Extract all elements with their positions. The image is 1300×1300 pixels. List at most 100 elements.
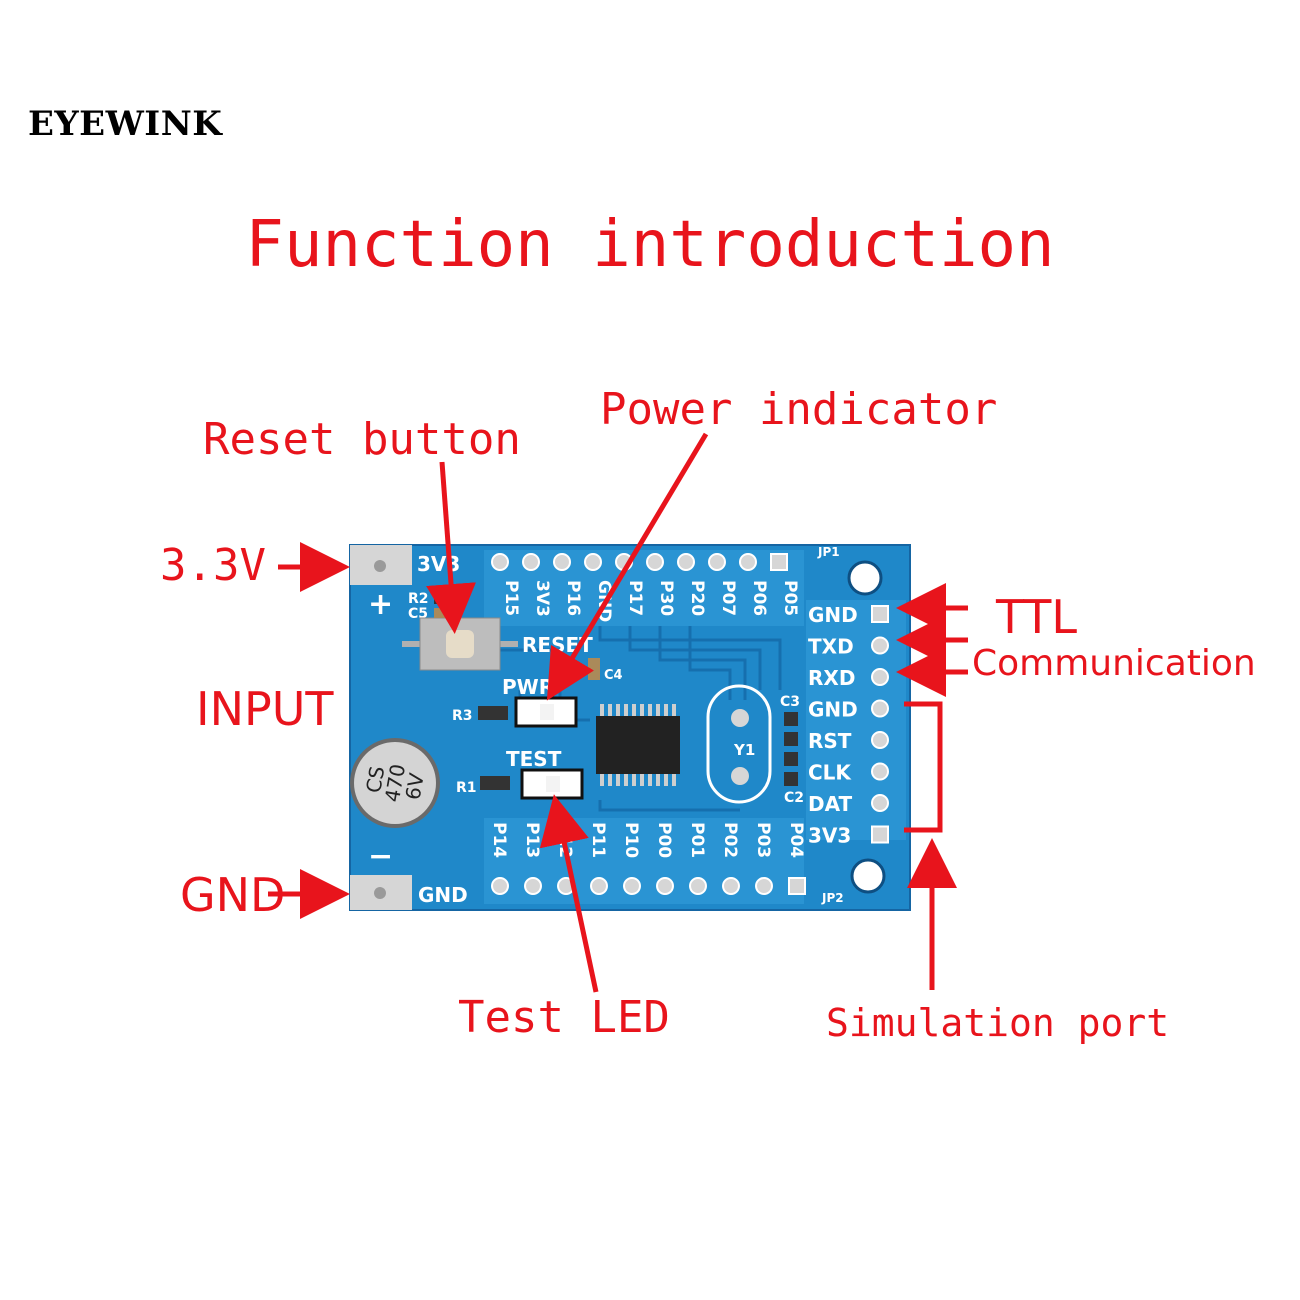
silk-3v3: 3V3	[417, 552, 460, 576]
top-pin-3v3: 3V3	[522, 553, 552, 617]
arrow-reset	[426, 461, 476, 634]
right-pin-label: DAT	[808, 792, 853, 816]
smd-c2b	[784, 772, 798, 786]
right-pin-gnd: GND	[808, 603, 889, 627]
bottom-pin-p01: P01	[687, 822, 707, 895]
right-pin-clk: CLK	[808, 761, 889, 785]
bottom-pin-label: P00	[654, 822, 674, 858]
silk-plus: +	[368, 587, 393, 622]
bottom-pin-p02: P02	[720, 822, 740, 895]
bottom-pin-label: P02	[720, 822, 740, 858]
bottom-pin-p13: P13	[522, 822, 542, 895]
silk-r2: R2	[408, 591, 429, 607]
right-pin-label: TXD	[808, 635, 854, 659]
silk-jp1: JP1	[817, 545, 840, 559]
right-pin-label: RST	[808, 729, 852, 753]
silk-gnd: GND	[418, 883, 468, 907]
mount-hole-top	[847, 560, 883, 596]
electrolytic-capacitor: CS 470 6V	[350, 738, 440, 828]
top-pin-p20: P20	[677, 553, 707, 616]
silk-minus: −	[368, 839, 393, 874]
bottom-pin-label: P01	[687, 822, 707, 858]
top-pin-p30: P30	[646, 553, 676, 616]
top-pin-p05: P05	[770, 553, 800, 616]
smd-c2a	[784, 752, 798, 766]
test-led	[520, 768, 584, 800]
smd-r1	[480, 776, 510, 790]
mount-hole-bottom	[850, 858, 886, 894]
crystal-y1	[706, 684, 772, 804]
bracket-simulation-port	[904, 701, 943, 833]
top-pin-label: P30	[656, 580, 676, 616]
mcu-chip	[596, 704, 680, 786]
page-title: Function introduction	[245, 208, 1055, 282]
bottom-pin-label: P03	[753, 822, 773, 858]
cap-label-6v: 6V	[401, 771, 429, 801]
pad-3v3-power	[350, 545, 412, 585]
right-pin-label: GND	[808, 698, 858, 722]
annotation-arrows	[268, 432, 968, 993]
top-pin-label: P07	[718, 580, 738, 616]
bottom-pin-label: P10	[621, 822, 641, 858]
label-input: INPUT	[196, 682, 334, 736]
label-reset-button: Reset button	[203, 414, 521, 465]
bottom-pin-label: P04	[786, 822, 806, 858]
top-pin-p06: P06	[739, 553, 769, 616]
silk-y1: Y1	[733, 741, 755, 759]
silk-c3: C3	[780, 694, 800, 710]
top-pin-label: P05	[780, 580, 800, 616]
silk-c4: C4	[604, 668, 623, 683]
label-3v3: 3.3V	[160, 540, 266, 591]
silk-r3: R3	[452, 708, 473, 724]
bottom-pin-p04: P04	[786, 822, 806, 895]
right-pin-header	[806, 600, 906, 840]
top-pin-p07: P07	[708, 553, 738, 616]
bottom-pin-p14: P14	[489, 822, 509, 895]
top-pin-label: P20	[687, 580, 707, 616]
bottom-pin-label: P13	[522, 822, 542, 858]
right-pin-label: 3V3	[808, 824, 851, 848]
pad-gnd-power	[350, 875, 412, 910]
power-led	[514, 696, 578, 728]
top-pin-p16: P16	[553, 553, 583, 616]
right-pin-txd: TXD	[808, 635, 889, 659]
smd-c3b	[784, 732, 798, 746]
bottom-pin-label: P11	[588, 822, 608, 858]
right-pin-rst: RST	[808, 729, 889, 753]
right-pin-label: RXD	[808, 666, 855, 690]
brand-logo: EYEWINK	[28, 104, 223, 144]
right-pin-label: GND	[808, 603, 858, 627]
silk-jp2: JP2	[821, 891, 844, 905]
label-test-led: Test LED	[458, 992, 670, 1043]
label-power-indicator: Power indicator	[600, 384, 998, 435]
top-pin-p15: P15	[491, 553, 521, 616]
smd-r2	[434, 594, 460, 604]
top-pin-label: 3V3	[532, 580, 552, 617]
top-pin-label: P16	[563, 580, 583, 616]
cap-label-cs: CS	[361, 764, 389, 794]
bottom-pin-p00: P00	[654, 822, 674, 895]
bottom-pin-p03: P03	[753, 822, 773, 895]
arrow-power-indicator	[546, 432, 709, 701]
label-gnd: GND	[180, 868, 286, 922]
right-pin-rxd: RXD	[808, 666, 889, 690]
right-pin-3v3: 3V3	[808, 824, 889, 848]
bottom-pin-label: P14	[489, 822, 509, 858]
right-pin-gnd: GND	[808, 698, 889, 722]
label-ttl: TTL	[996, 590, 1078, 644]
top-pin-p17: P17	[615, 553, 645, 616]
silk-pwr: PWR	[502, 675, 554, 699]
silk-c2: C2	[784, 790, 804, 806]
smd-c4	[588, 658, 600, 680]
bottom-pin-p11: P11	[588, 822, 608, 895]
silk-r1: R1	[456, 780, 477, 796]
right-pin-label: CLK	[808, 761, 852, 785]
arrow-test-led	[539, 794, 599, 993]
top-pin-label: P06	[749, 580, 769, 616]
smd-r3	[478, 706, 508, 720]
bottom-pin-p10: P10	[621, 822, 641, 895]
smd-c3a	[784, 712, 798, 726]
label-communication: Communication	[972, 643, 1256, 684]
label-simulation-port: Simulation port	[826, 1001, 1170, 1045]
